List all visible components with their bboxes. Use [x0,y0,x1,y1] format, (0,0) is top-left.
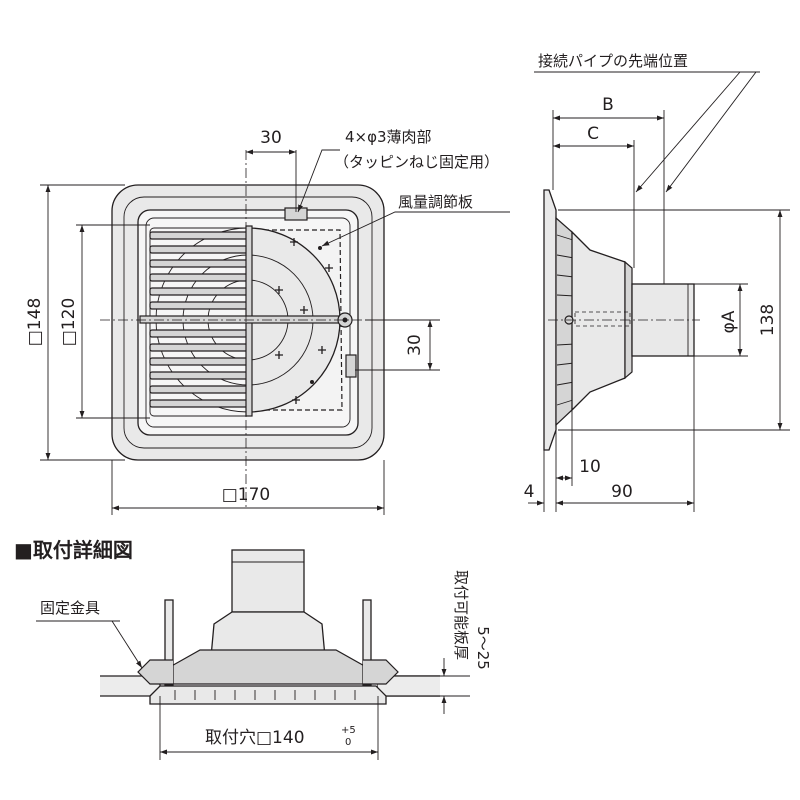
leader-pipe-2 [665,71,757,193]
detail-clip-right [363,659,399,685]
detail-bracket-left [164,599,174,686]
grille [149,227,248,417]
dim-30-top-label: 30 [260,128,282,148]
front-view: 30 □148 □120 30 □170 4×φ3薄肉部 （タッピンねじ固定用）… [25,128,510,515]
side-body [571,230,626,412]
mount-hole-label: 取付穴□140 [205,728,305,748]
outer-frame-inner-edge [123,196,373,449]
dim-170-label: □170 [222,485,271,505]
mount-hole-tol-plus: +5 [341,725,356,736]
detail-clip-left [137,659,173,685]
detail-face-ribs [174,690,356,700]
callout-screw-holes-note: （タッピンねじ固定用） [334,153,499,171]
leader-pipe-1 [635,71,741,193]
mount-hole-tol-minus: 0 [345,737,351,748]
callout-damper-leader [321,211,510,247]
label-fixing-bracket: 固定金具 [40,599,100,617]
detail-shroud [167,649,369,685]
screw-hole-marks [275,238,333,404]
side-view: B C 接続パイプの先端位置 φA 138 10 4 90 [524,52,790,512]
dim-90-label: 90 [611,482,633,502]
dim-phi-a-label: φA [719,310,739,333]
callout-damper: 風量調節板 [398,193,473,211]
dim-4-label: 4 [524,482,535,502]
callout-screw-leader [297,149,340,213]
dim-b-label: B [602,95,614,115]
dim-138-label: 138 [758,304,778,336]
side-tab [345,354,357,378]
dim-120-label: □120 [59,298,79,347]
dim-148-label: □148 [25,298,45,347]
dim-10-label: 10 [579,457,601,477]
detail-view: ■取付詳細図 固定金具 [14,538,492,760]
center-knob-dot [342,317,348,323]
grille-bars [149,231,248,408]
label-pipe-tip: 接続パイプの先端位置 [538,52,688,70]
callout-screw-holes: 4×φ3薄肉部 [345,128,432,146]
leader-fixing-bracket [111,620,143,669]
label-board-thickness-range: 5～25 [474,626,492,670]
label-board-thickness: 取付可能板厚 [452,570,470,660]
detail-bracket-right [362,599,372,686]
detail-title: ■取付詳細図 [14,538,133,562]
detail-pipe [231,549,305,613]
center-bar [139,315,341,324]
detail-face-panel [149,685,387,705]
dim-30-side-label: 30 [405,334,425,356]
dim-c-label: C [587,124,599,144]
